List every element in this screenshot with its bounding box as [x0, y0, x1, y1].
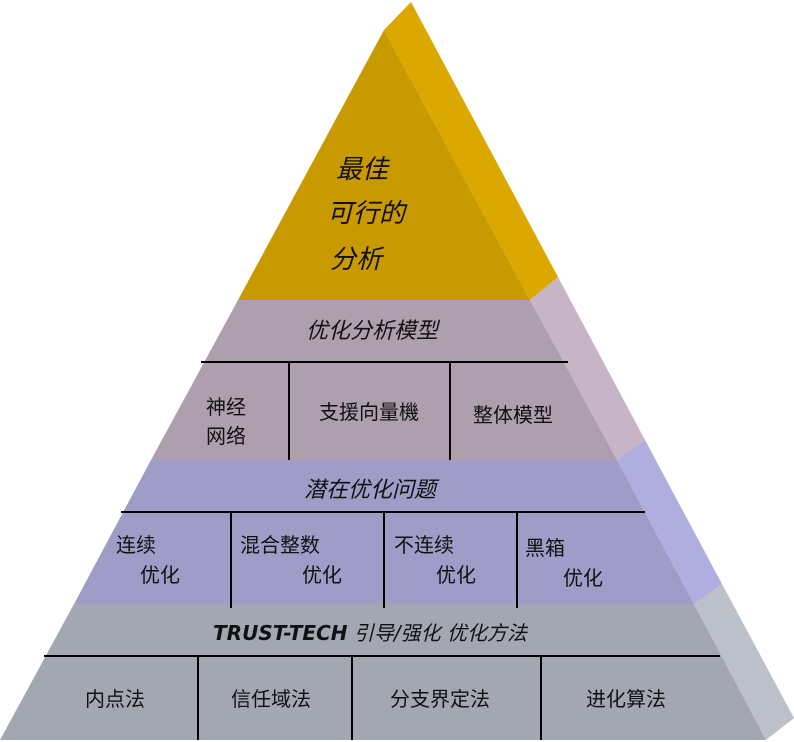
tier3-cell1-line1: 连续 [116, 533, 156, 557]
tier4-title-bold: TRUST-TECH [213, 621, 348, 645]
tier2-cell3: 整体模型 [473, 403, 553, 427]
tier4-cell2: 信任域法 [231, 687, 311, 711]
tier2-title: 优化分析模型 [306, 319, 441, 344]
tier2-front-face [151, 300, 617, 460]
tier4-title: TRUST-TECH 引导/强化 优化方法 [213, 621, 529, 645]
tier4-cell1: 内点法 [85, 687, 145, 711]
tier3-cell4-line2: 优化 [563, 566, 603, 590]
tier3-cell1-line2: 优化 [140, 563, 180, 587]
tier3-title: 潜在优化问题 [304, 478, 440, 503]
apex-label-line3: 分析 [330, 245, 385, 275]
tier2-cell2: 支援向量機 [319, 400, 419, 424]
apex-label-line1: 最佳 [336, 155, 390, 185]
divider-lines [44, 361, 720, 740]
apex-front-face [238, 30, 530, 300]
tier3-cell2-line2: 优化 [302, 563, 342, 587]
tier2-cell1-line1: 神经 [206, 395, 246, 419]
tier4-cell4: 进化算法 [586, 687, 666, 711]
tier3-cell3-line1: 不连续 [394, 533, 454, 557]
tier3-side-face [617, 440, 722, 604]
tier2-cell1-line2: 网络 [206, 424, 246, 448]
tier4-title-rest: 引导/强化 优化方法 [348, 621, 529, 645]
apex-side-face [384, 2, 558, 300]
tier3-cell3-line2: 优化 [436, 563, 476, 587]
tier2-side-face [530, 277, 645, 460]
tier4-side-face [694, 584, 794, 740]
tier3-cell4-line1: 黑箱 [525, 536, 565, 560]
apex-label-line2: 可行的 [327, 199, 408, 229]
tier4-cell3: 分支界定法 [390, 687, 490, 711]
tier3-cell2-line1: 混合整数 [240, 533, 320, 557]
tier4-front-face [0, 604, 766, 740]
